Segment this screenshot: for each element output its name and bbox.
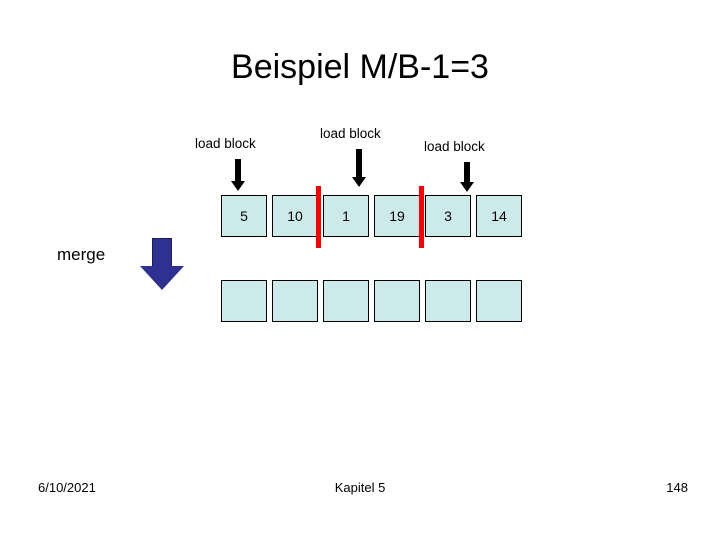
block-top-3: 1 — [323, 195, 369, 237]
separator-1 — [316, 186, 321, 248]
footer-page-number: 148 — [666, 480, 688, 495]
block-bottom-2 — [272, 280, 318, 322]
load-block-label-2: load block — [320, 126, 381, 141]
merge-label: merge — [57, 245, 106, 264]
load-block-label-3: load block — [424, 139, 485, 154]
block-top-5: 3 — [425, 195, 471, 237]
block-top-4: 19 — [374, 195, 420, 237]
load-arrow-down-icon-1 — [231, 159, 245, 191]
block-bottom-6 — [476, 280, 522, 322]
block-top-1: 5 — [221, 195, 267, 237]
load-arrow-down-icon-3 — [460, 162, 474, 192]
block-top-6: 14 — [476, 195, 522, 237]
load-block-label-1: load block — [195, 136, 256, 151]
slide-footer: 6/10/2021 Kapitel 5 148 — [0, 480, 720, 540]
load-arrow-down-icon-2 — [352, 149, 366, 189]
page-title: Beispiel M/B-1=3 — [231, 48, 489, 86]
footer-chapter: Kapitel 5 — [334, 480, 386, 495]
block-bottom-3 — [323, 280, 369, 322]
separator-2 — [419, 186, 424, 248]
block-bottom-4 — [374, 280, 420, 322]
block-bottom-5 — [425, 280, 471, 322]
block-bottom-1 — [221, 280, 267, 322]
block-top-2: 10 — [272, 195, 318, 237]
merge-arrow-down-icon — [140, 238, 184, 290]
footer-date: 6/10/2021 — [38, 480, 96, 495]
